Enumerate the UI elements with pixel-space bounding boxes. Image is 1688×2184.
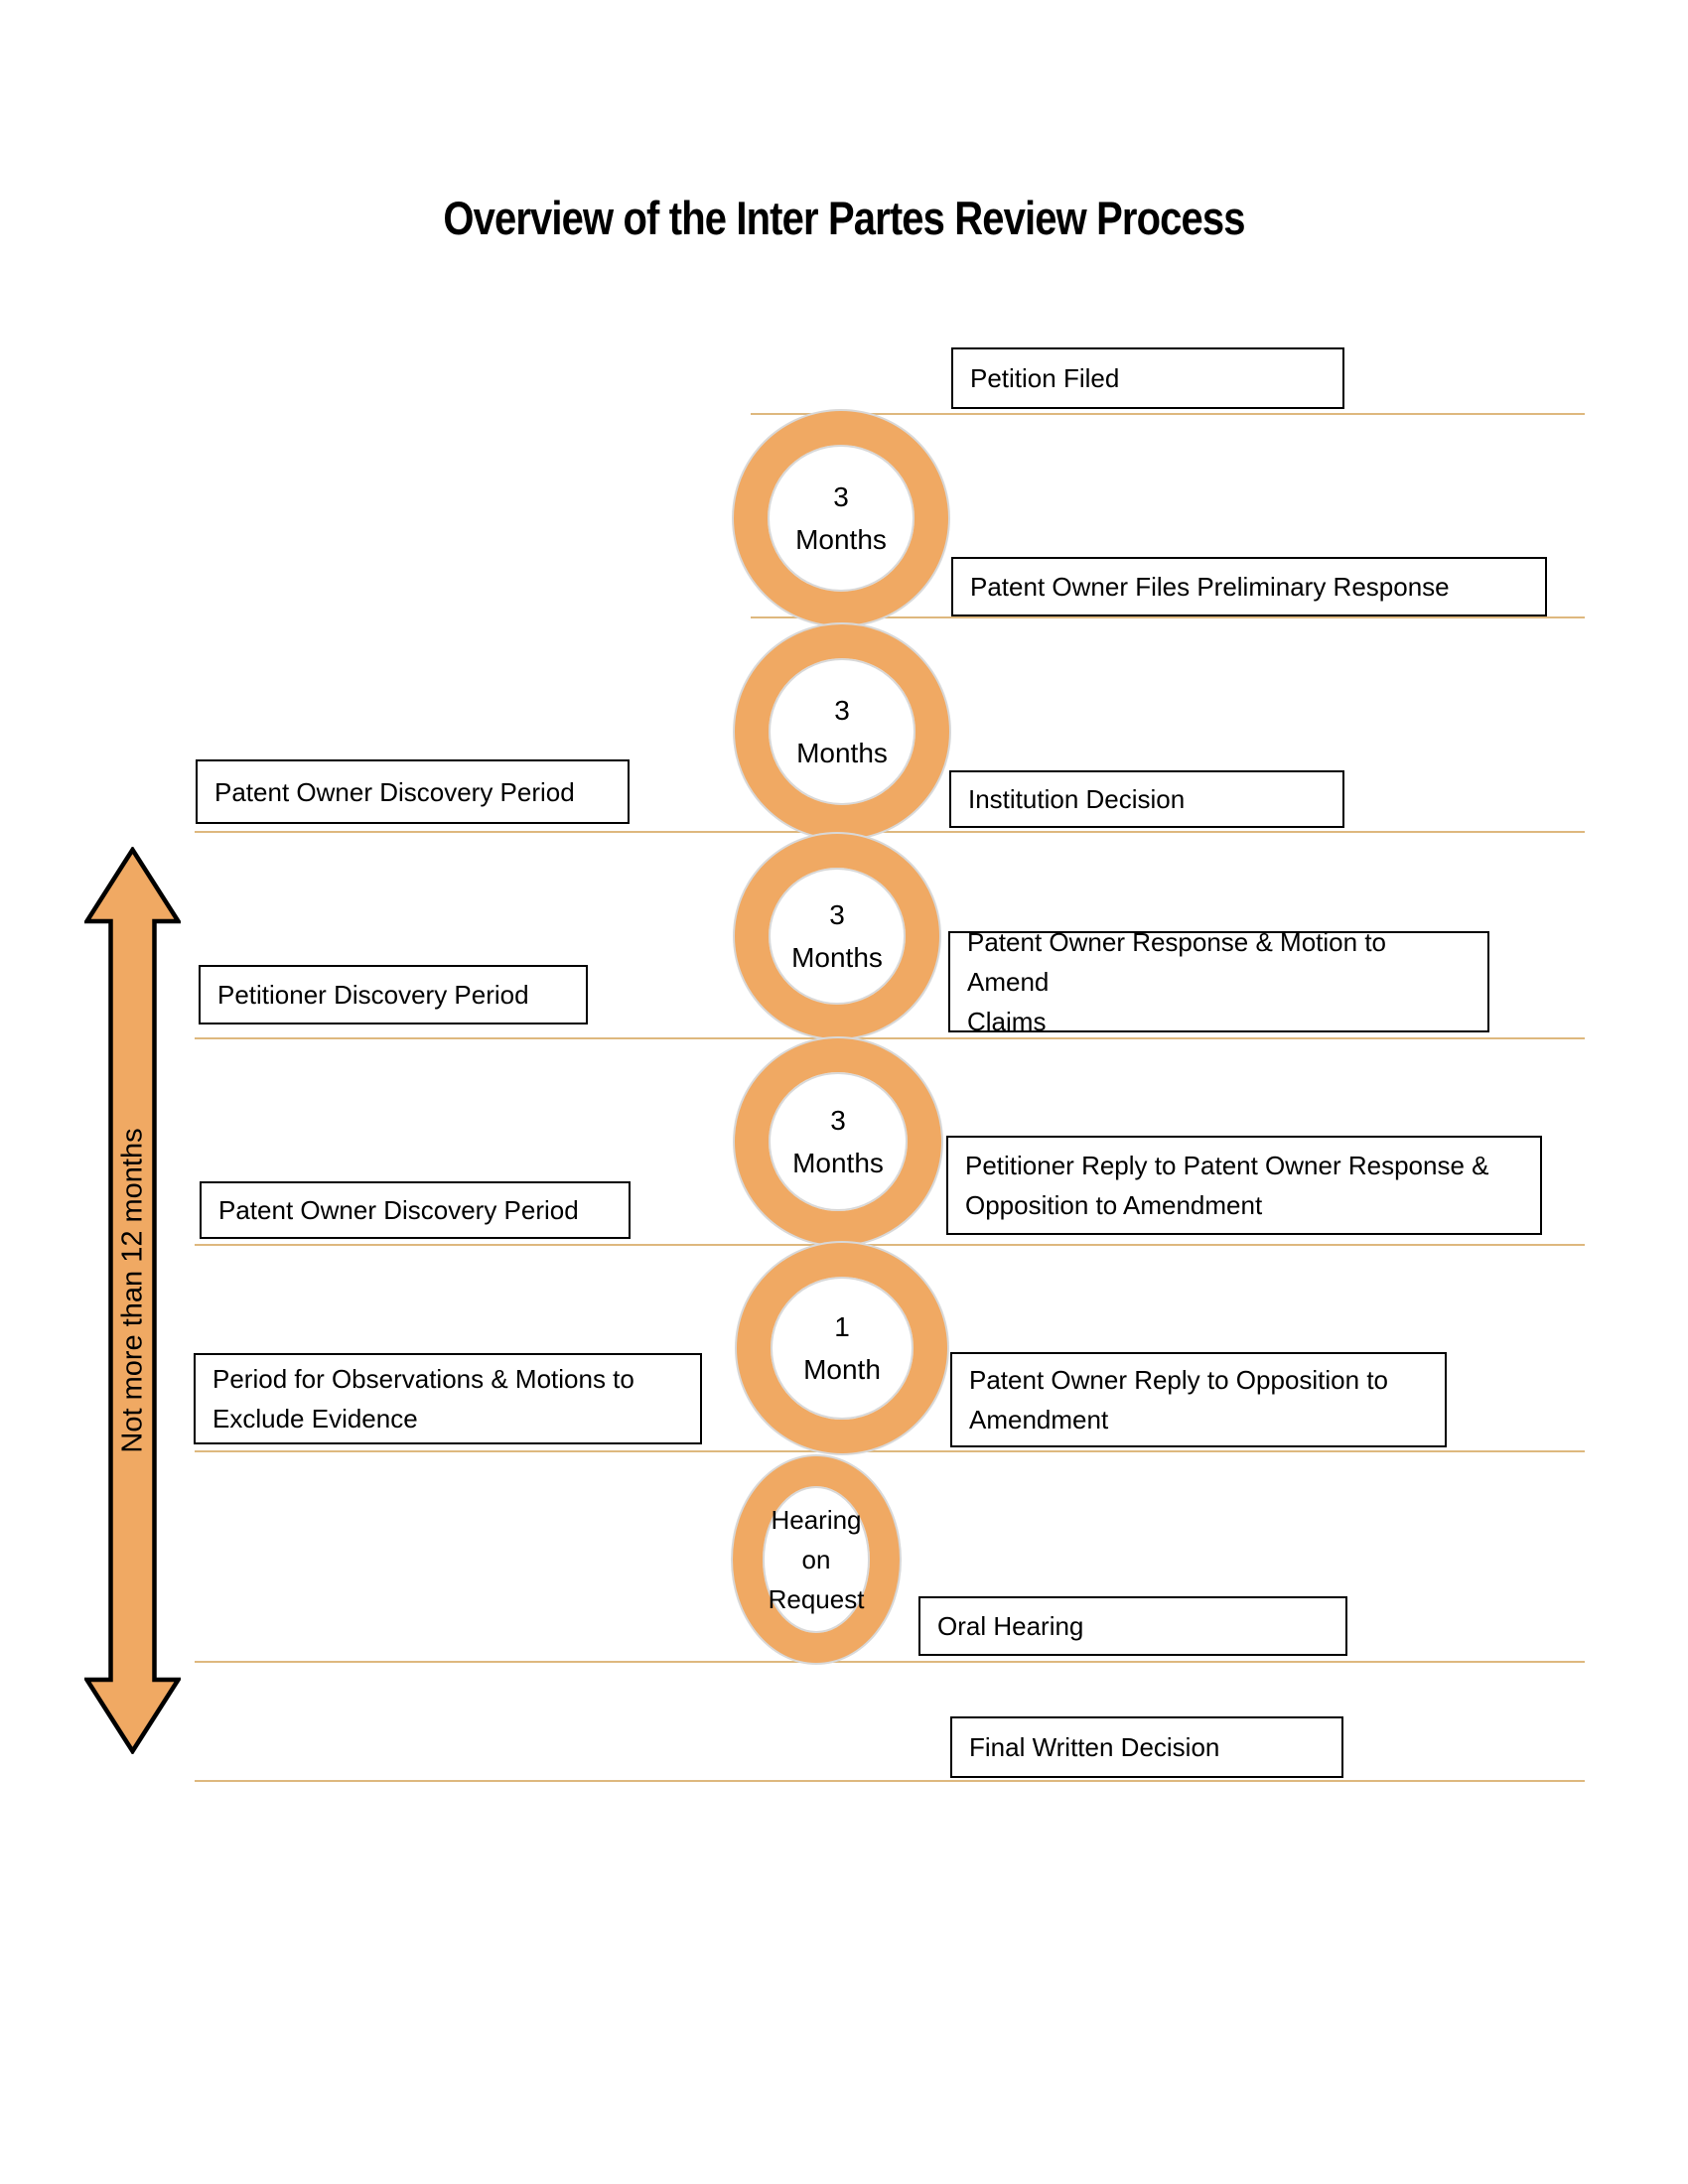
twelve-months-arrow bbox=[82, 845, 183, 1756]
timeline-divider bbox=[195, 1780, 1585, 1782]
twelve-months-arrow-label: Not more than 12 months bbox=[116, 1128, 149, 1453]
milestone-box-owner-reply-opposition: Patent Owner Reply to Opposition to Amen… bbox=[950, 1352, 1447, 1447]
duration-circle-6-line3: Request bbox=[768, 1584, 865, 1614]
timeline-divider bbox=[751, 616, 1585, 618]
duration-circle-2: 3 Months bbox=[735, 624, 949, 839]
duration-circle-5-line2: Month bbox=[803, 1354, 881, 1385]
milestone-label: Institution Decision bbox=[968, 784, 1186, 814]
milestone-box-response-motion-to-amend: Patent Owner Response & Motion to Amend … bbox=[948, 927, 1489, 1036]
milestone-label: Final Written Decision bbox=[969, 1732, 1220, 1762]
milestone-label: Petitioner Reply to Patent Owner Respons… bbox=[965, 1151, 1489, 1220]
period-box-observations-motions-exclude: Period for Observations & Motions to Exc… bbox=[194, 1353, 702, 1444]
duration-circle-1: 3 Months bbox=[734, 411, 948, 625]
duration-circle-4-line2: Months bbox=[792, 1148, 884, 1178]
milestone-box-petition-filed: Petition Filed bbox=[951, 347, 1344, 409]
milestone-box-preliminary-response: Patent Owner Files Preliminary Response bbox=[951, 557, 1547, 616]
period-label: Patent Owner Discovery Period bbox=[214, 776, 575, 807]
timeline-divider bbox=[195, 1661, 1585, 1663]
timeline-divider bbox=[195, 1037, 1585, 1039]
timeline-divider bbox=[195, 1244, 1585, 1246]
duration-circle-3: 3 Months bbox=[735, 834, 939, 1038]
duration-circle-1-line2: Months bbox=[795, 524, 887, 555]
duration-circle-2-line1: 3 bbox=[834, 695, 850, 726]
duration-circle-5: 1 Month bbox=[737, 1243, 947, 1453]
timeline-divider bbox=[195, 831, 1585, 833]
period-box-petitioner-discovery: Petitioner Discovery Period bbox=[199, 965, 588, 1024]
milestone-box-institution-decision: Institution Decision bbox=[949, 770, 1344, 828]
timeline-divider bbox=[751, 413, 1585, 415]
milestone-label: Patent Owner Files Preliminary Response bbox=[970, 572, 1450, 602]
page-title: Overview of the Inter Partes Review Proc… bbox=[443, 192, 1245, 244]
duration-circle-4-line1: 3 bbox=[830, 1105, 846, 1136]
milestone-label: Patent Owner Response & Motion to Amend … bbox=[967, 927, 1387, 1036]
duration-circle-3-line2: Months bbox=[791, 942, 883, 973]
duration-circle-6-line1: Hearing bbox=[771, 1505, 862, 1535]
period-label: Period for Observations & Motions to Exc… bbox=[212, 1364, 634, 1433]
period-box-patent-owner-discovery-1: Patent Owner Discovery Period bbox=[196, 759, 630, 824]
duration-circle-5-line1: 1 bbox=[834, 1311, 850, 1342]
period-label: Patent Owner Discovery Period bbox=[218, 1195, 579, 1225]
milestone-label: Patent Owner Reply to Opposition to Amen… bbox=[969, 1365, 1389, 1434]
milestone-label: Oral Hearing bbox=[937, 1611, 1084, 1641]
milestone-box-oral-hearing: Oral Hearing bbox=[918, 1596, 1347, 1656]
milestone-box-final-written-decision: Final Written Decision bbox=[950, 1716, 1343, 1778]
timeline-divider bbox=[195, 1450, 1585, 1452]
double-headed-arrow-icon bbox=[82, 845, 183, 1756]
duration-circle-6-line2: on bbox=[801, 1545, 831, 1574]
milestone-label: Petition Filed bbox=[970, 363, 1120, 393]
period-label: Petitioner Discovery Period bbox=[217, 980, 529, 1010]
duration-circle-1-line1: 3 bbox=[833, 481, 849, 512]
duration-circle-4: 3 Months bbox=[735, 1038, 941, 1245]
duration-circle-2-line2: Months bbox=[796, 738, 888, 768]
duration-circle-6: Hearing on Request bbox=[733, 1456, 900, 1663]
milestone-box-petitioner-reply: Petitioner Reply to Patent Owner Respons… bbox=[946, 1136, 1542, 1235]
duration-circle-3-line1: 3 bbox=[829, 899, 845, 930]
period-box-patent-owner-discovery-2: Patent Owner Discovery Period bbox=[200, 1181, 631, 1239]
